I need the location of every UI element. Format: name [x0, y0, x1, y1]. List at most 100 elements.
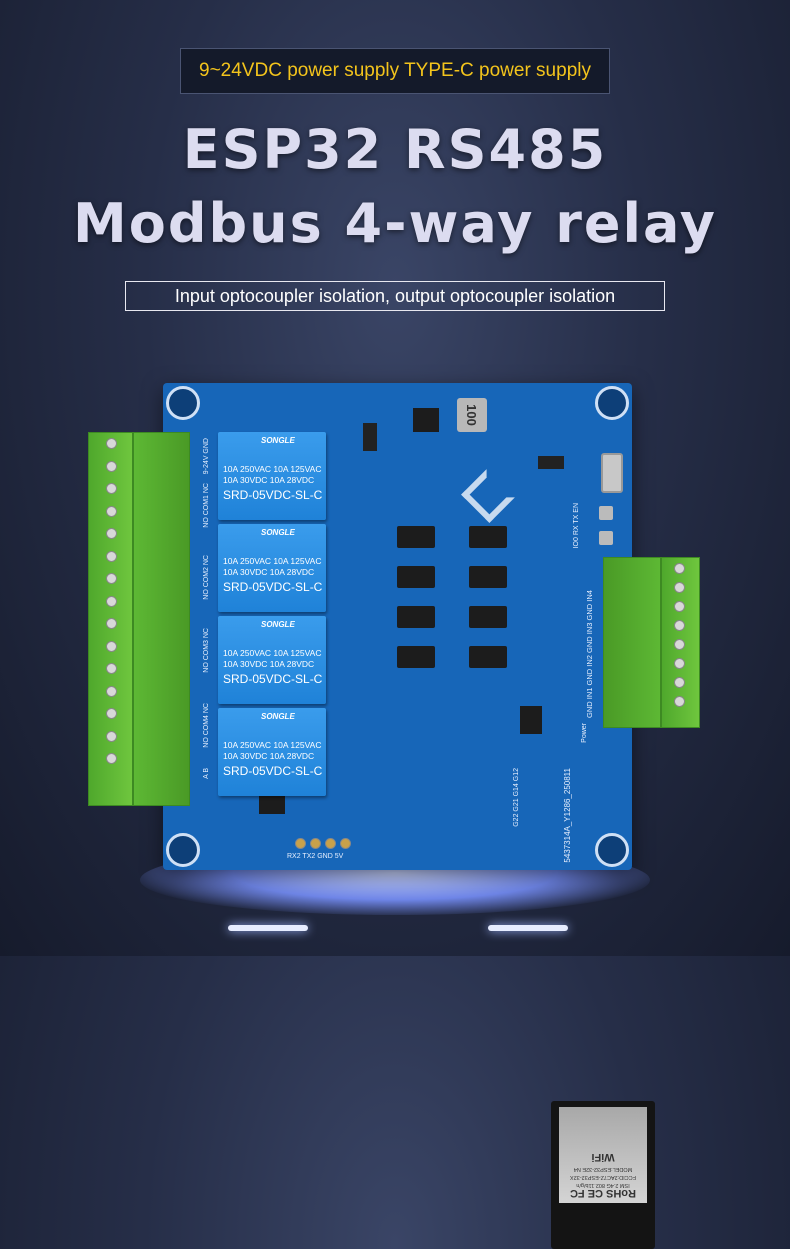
title-line-1: ESP32 RS485	[182, 118, 608, 181]
inductor: 100	[457, 398, 487, 432]
cert-icons	[223, 538, 321, 556]
relay-2: SONGLE 10A 250VAC 10A 125VAC 10A 30VDC 1…	[218, 524, 326, 612]
relay-4: SONGLE 10A 250VAC 10A 125VAC 10A 30VDC 1…	[218, 708, 326, 796]
power-supply-banner: 9~24VDC power supply TYPE-C power supply	[180, 48, 610, 94]
relay-spec: 10A 30VDC 10A 28VDC	[223, 659, 315, 669]
optocoupler	[397, 566, 435, 588]
diode	[363, 423, 377, 451]
esp32-module: RoHS CE FC ISM 2.4G 802.11b/g/n FCCID:2A…	[551, 1101, 655, 1249]
ldo-regulator	[520, 706, 542, 734]
optocoupler	[469, 606, 507, 628]
screw	[106, 438, 117, 449]
power-input-label: 9-24V GND	[203, 438, 210, 475]
pin	[340, 838, 351, 849]
screw	[106, 730, 117, 742]
mounting-hole	[595, 386, 629, 420]
boot-button[interactable]	[599, 506, 613, 520]
relay-brand: SONGLE	[261, 620, 295, 629]
relay1-contact-label: NO COM1 NC	[203, 483, 210, 528]
relay-brand: SONGLE	[261, 528, 295, 537]
pin	[325, 838, 336, 849]
relay-brand: SONGLE	[261, 712, 295, 721]
screw	[106, 505, 117, 517]
relay-model: SRD-05VDC-SL-C	[223, 764, 323, 778]
left-terminal-screws	[106, 438, 117, 764]
pin-header	[295, 838, 355, 850]
boot-labels: IO0 RX TX EN	[573, 503, 580, 549]
relay-model: SRD-05VDC-SL-C	[223, 672, 323, 686]
right-terminal-screws	[674, 563, 685, 707]
screw	[106, 640, 117, 652]
relay-spec: 10A 30VDC 10A 28VDC	[223, 475, 315, 485]
relay2-contact-label: NO COM2 NC	[203, 555, 210, 600]
module-model: MODEL:ESP32-32E N4	[573, 1166, 633, 1172]
usb-type-c-port	[601, 453, 623, 493]
pin	[310, 838, 321, 849]
module-band: ISM 2.4G 802.11b/g/n	[576, 1182, 630, 1188]
screw	[106, 708, 117, 719]
screw	[106, 595, 117, 607]
module-fccid: FCCID:2AC7Z-ESP32-32X	[569, 1174, 637, 1180]
optocoupler	[469, 566, 507, 588]
optocoupler	[397, 646, 435, 668]
relay-3: SONGLE 10A 250VAC 10A 125VAC 10A 30VDC 1…	[218, 616, 326, 704]
relay-model: SRD-05VDC-SL-C	[223, 580, 323, 594]
relay-model: SRD-05VDC-SL-C	[223, 488, 323, 502]
screw	[106, 528, 117, 539]
reset-button[interactable]	[599, 531, 613, 545]
cert-icons	[223, 446, 321, 464]
screw	[674, 658, 685, 669]
mounting-hole	[166, 386, 200, 420]
relay-spec: 10A 250VAC 10A 125VAC	[223, 648, 322, 658]
rs485-label: A B	[203, 768, 210, 779]
relay3-contact-label: NO COM3 NC	[203, 628, 210, 673]
light-bar-left	[228, 925, 308, 931]
cert-icons	[223, 722, 321, 740]
isolation-subtitle: Input optocoupler isolation, output opto…	[125, 281, 665, 311]
screw	[106, 573, 117, 584]
screw	[106, 550, 117, 562]
screw	[674, 563, 685, 574]
relay-1: SONGLE 10A 250VAC 10A 125VAC 10A 30VDC 1…	[218, 432, 326, 520]
gpio-labels: G22 G21 G14 G12	[513, 768, 520, 827]
right-terminal-block	[603, 557, 661, 728]
left-terminal-blocks	[133, 432, 190, 806]
screw	[106, 618, 117, 629]
module-shield: RoHS CE FC ISM 2.4G 802.11b/g/n FCCID:2A…	[559, 1107, 647, 1203]
cert-marks: RoHS CE FC	[570, 1187, 636, 1199]
mounting-hole	[166, 833, 200, 867]
screw	[674, 582, 685, 593]
relay-spec: 10A 30VDC 10A 28VDC	[223, 751, 315, 761]
screw	[106, 663, 117, 674]
screw	[106, 483, 117, 494]
screw	[674, 696, 685, 707]
cert-icons	[223, 630, 321, 648]
relay4-contact-label: NO COM4 NC	[203, 703, 210, 748]
pin	[295, 838, 306, 849]
relay-brand: SONGLE	[261, 436, 295, 445]
regulator-chip	[413, 408, 439, 432]
input-labels: GND IN1 GND IN2 GND IN3 GND IN4	[585, 590, 594, 718]
relay-spec: 10A 250VAC 10A 125VAC	[223, 464, 322, 474]
screw	[674, 639, 685, 650]
board-serial: 5437314A_Y1286_250811	[563, 768, 572, 863]
screw	[674, 677, 685, 688]
optocoupler	[469, 526, 507, 548]
relay-spec: 10A 30VDC 10A 28VDC	[223, 567, 315, 577]
diode	[538, 456, 564, 469]
relay-spec: 10A 250VAC 10A 125VAC	[223, 740, 322, 750]
light-bar-right	[488, 925, 568, 931]
mounting-hole	[595, 833, 629, 867]
screw	[674, 601, 685, 612]
brand-logo	[461, 469, 515, 523]
screw	[106, 460, 117, 472]
optocoupler	[397, 526, 435, 548]
optocoupler	[397, 606, 435, 628]
screw	[106, 685, 117, 697]
screw	[674, 620, 685, 631]
screw	[106, 753, 117, 764]
relay-spec: 10A 250VAC 10A 125VAC	[223, 556, 322, 566]
optocoupler	[469, 646, 507, 668]
power-led-label: Power	[581, 723, 588, 743]
header-pin-labels: RX2 TX2 GND 5V	[287, 853, 344, 860]
